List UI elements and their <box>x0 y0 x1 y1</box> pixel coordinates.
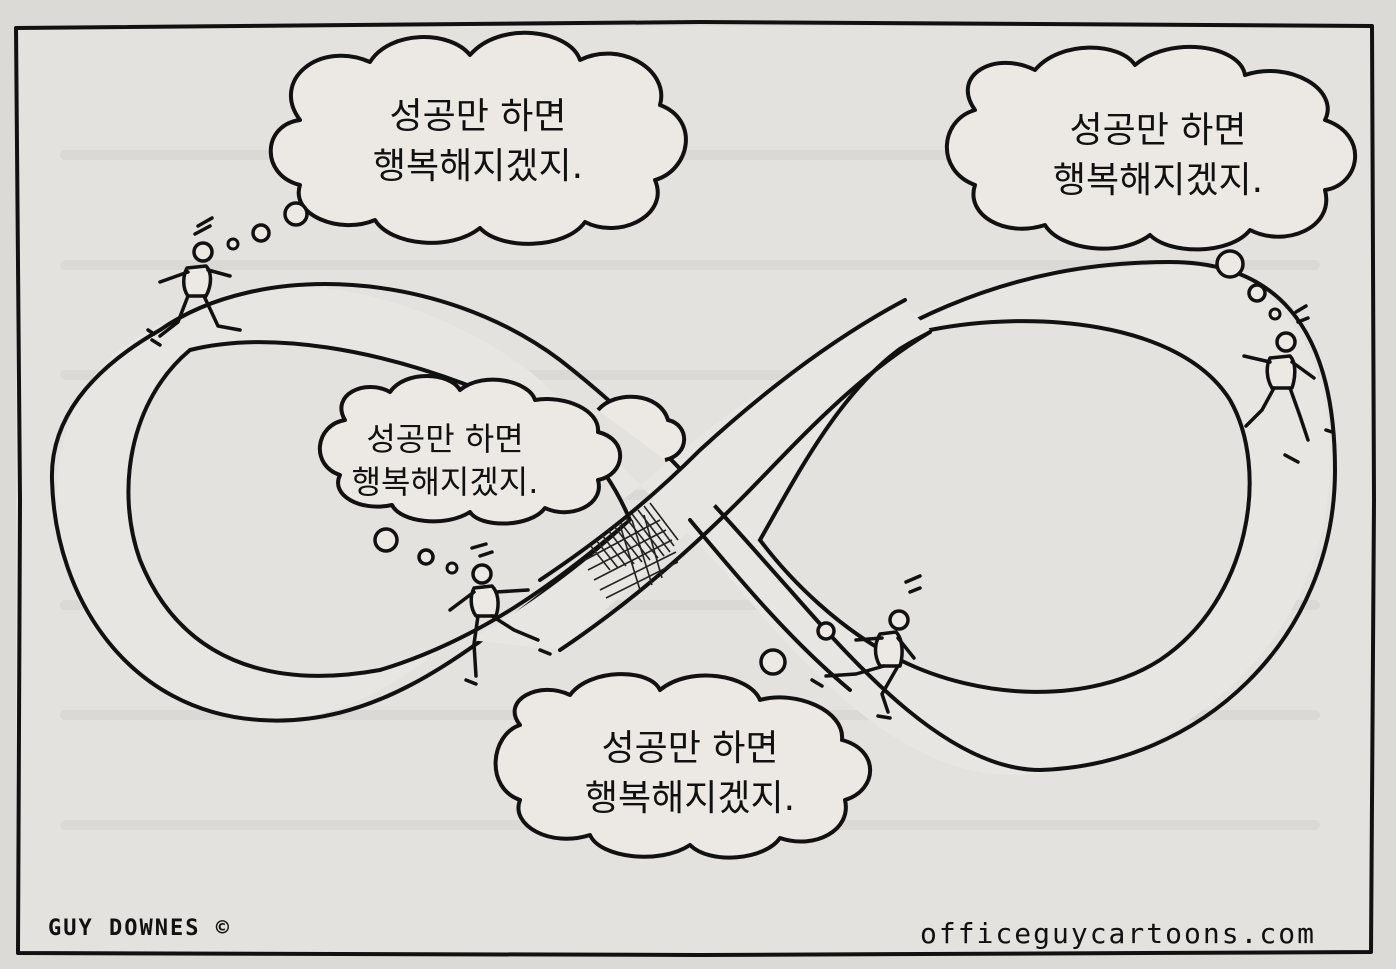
thought-text-line1: 성공만 하면 <box>1069 110 1246 151</box>
thought-text-line1: 성공만 하면 <box>601 728 778 769</box>
thought-text-line2: 행복해지겠지. <box>585 778 795 819</box>
thought-cloud-bottom: 성공만 하면 행복해지겠지. <box>493 621 872 860</box>
thought-bubble-dot <box>1247 283 1267 303</box>
running-figure-top-left <box>146 216 242 347</box>
thought-bubble-dot <box>251 223 271 243</box>
road-crossing-edge-top <box>538 298 907 582</box>
road-under-edge-right <box>688 518 852 692</box>
thought-text-line2: 행복해지겠지. <box>1053 160 1263 201</box>
running-figure-middle <box>448 542 552 686</box>
thought-cloud-middle: 성공만 하면 행복해지겠지. <box>317 374 687 575</box>
running-figure-right <box>1242 304 1334 464</box>
thought-bubble-dot <box>816 621 836 641</box>
thought-bubble-dot <box>417 548 435 566</box>
thought-bubble-dot <box>283 201 309 227</box>
road-crossing-edge-bottom <box>558 330 932 652</box>
thought-bubble-dot <box>1268 307 1282 321</box>
thought-bubble-dot <box>373 527 399 553</box>
website-credit: officeguycartoons.com <box>920 917 1316 950</box>
thought-cloud-tail-bump <box>596 394 687 462</box>
artist-signature: GUY DOWNES © <box>48 916 231 941</box>
thought-cloud-top-right: 성공만 하면 행복해지겠지. <box>944 44 1357 321</box>
thought-text-line1: 성공만 하면 <box>389 96 566 137</box>
thought-bubble-dot <box>759 648 787 676</box>
thought-text-line2: 행복해지겠지. <box>373 146 583 187</box>
road-crossing-over-strand <box>470 300 930 650</box>
thought-text-line2: 행복해지겠지. <box>352 463 539 501</box>
running-figure-bottom-right <box>810 574 922 720</box>
thought-bubble-dot <box>1215 249 1245 279</box>
thought-bubble-dot <box>445 561 459 575</box>
crossing-shadow <box>584 502 679 599</box>
thought-bubble-dot <box>226 237 240 251</box>
road-inner-right-hole <box>757 319 1252 694</box>
road-outer-edge <box>49 259 1338 773</box>
thought-text-line1: 성공만 하면 <box>366 420 523 458</box>
thought-cloud-top-left: 성공만 하면 행복해지겠지. <box>226 30 688 251</box>
panel-border <box>14 20 1376 957</box>
